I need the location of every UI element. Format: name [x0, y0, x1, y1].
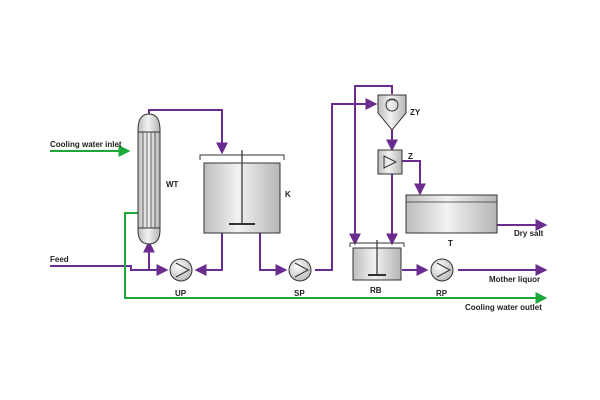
dryer-t	[405, 194, 498, 234]
pump-up	[169, 258, 193, 282]
up-to-wt-line	[143, 240, 166, 271]
label-wt: WT	[166, 180, 179, 189]
label-zy: ZY	[410, 108, 421, 117]
hydrocyclone-zy	[377, 94, 407, 131]
z-to-t-line	[402, 160, 426, 196]
label-sp: SP	[294, 289, 305, 298]
pump-rp	[430, 258, 454, 282]
label-k: K	[285, 190, 291, 199]
sp-to-zy-line	[315, 98, 378, 271]
centrifuge-z	[377, 149, 403, 175]
label-t: T	[448, 239, 453, 248]
crystallizer-tank-k	[199, 150, 285, 234]
label-cooling-water-outlet: Cooling water outlet	[465, 303, 542, 312]
cooling-lines	[50, 145, 548, 304]
k-to-sp-line	[259, 233, 288, 276]
label-dry-salt: Dry salt	[514, 229, 544, 238]
mother-liquor-tank-rb	[349, 240, 405, 281]
label-mother-liquor: Mother liquor	[489, 275, 540, 284]
heat-exchanger-wt	[137, 113, 161, 245]
label-rp: RP	[436, 289, 448, 298]
label-feed: Feed	[50, 255, 69, 264]
label-z: Z	[408, 152, 413, 161]
label-cooling-water-inlet: Cooling water inlet	[50, 140, 122, 149]
label-up: UP	[175, 289, 187, 298]
zy-recycle-line	[349, 85, 393, 246]
pump-sp	[288, 258, 312, 282]
k-to-up-line	[194, 233, 223, 276]
label-rb: RB	[370, 286, 382, 295]
cooling-water-outlet-line	[124, 212, 548, 304]
